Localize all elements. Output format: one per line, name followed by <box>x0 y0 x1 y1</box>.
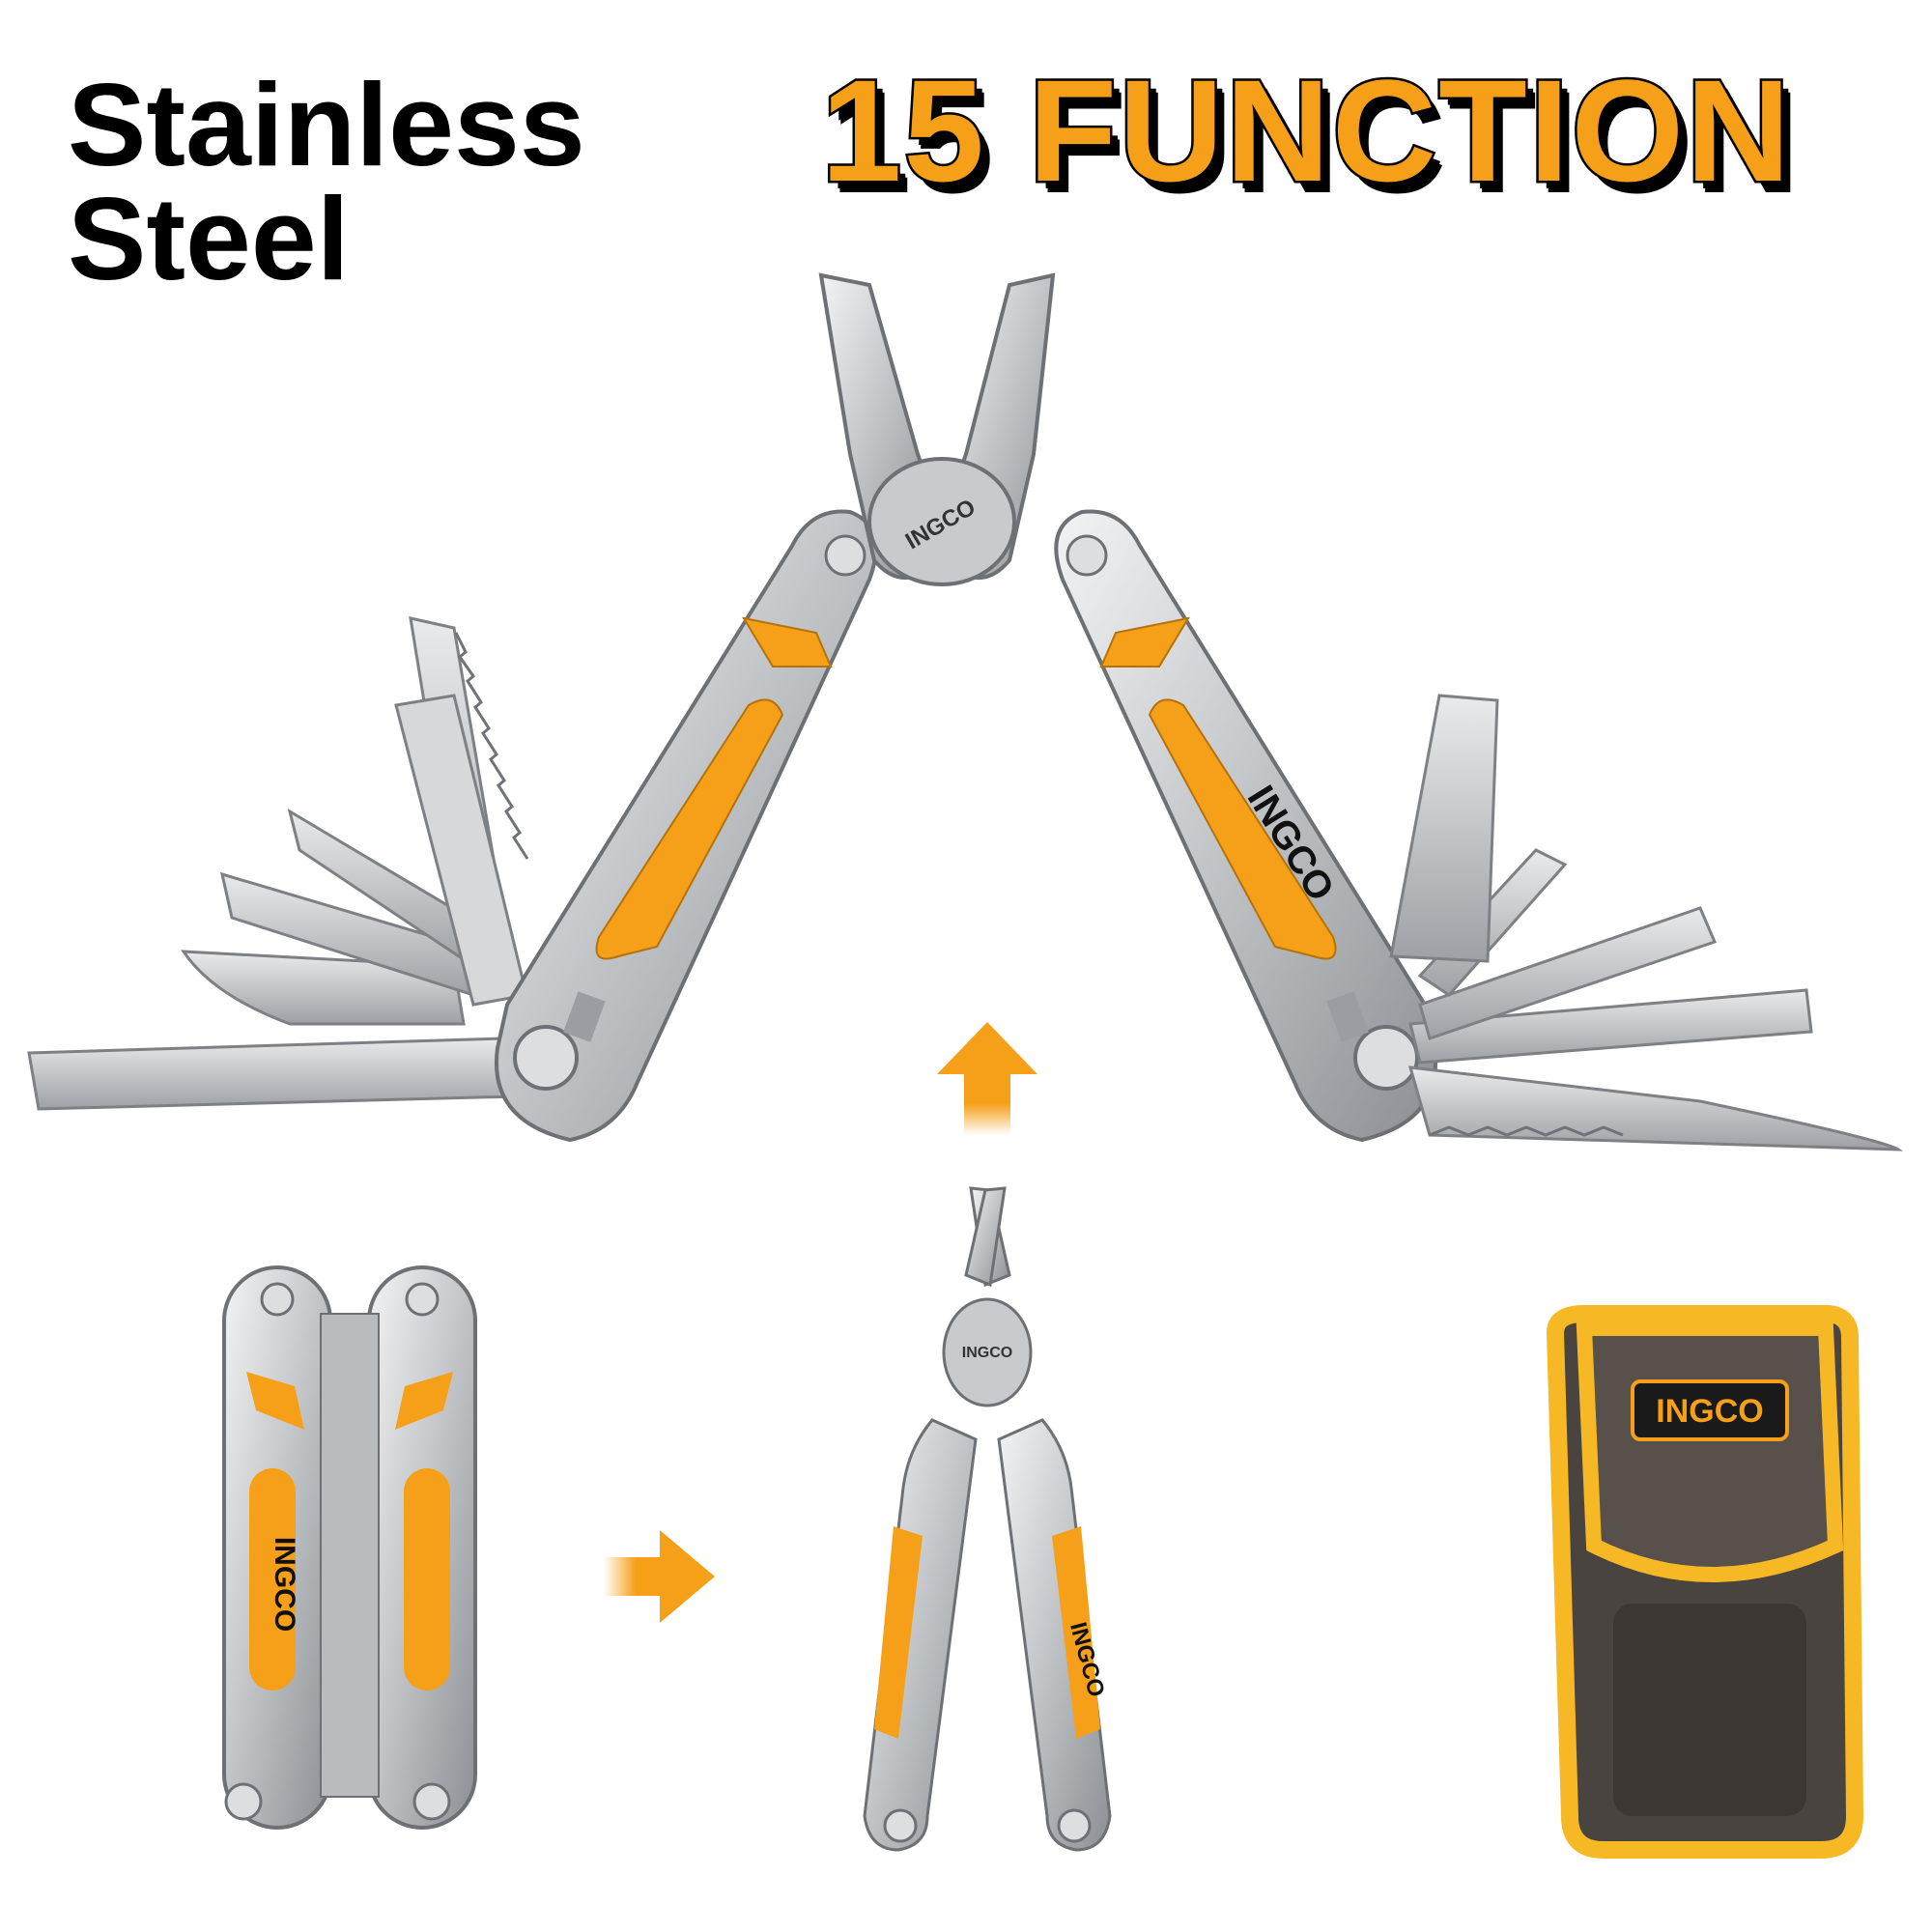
right-grip-insert-lower <box>1148 698 1337 960</box>
pouch-flap <box>1576 1321 1844 1582</box>
closed-grip-upper-right <box>395 1372 453 1430</box>
multitool-open: INGCO INGCO <box>27 272 1904 1151</box>
left-grip-insert-upper <box>741 616 833 668</box>
small-screw-right <box>1057 1808 1092 1843</box>
closed-brand: INGCO <box>269 1537 300 1632</box>
pliers-head: INGCO <box>818 272 1056 586</box>
right-grip-insert-upper <box>1099 616 1191 668</box>
file-blade <box>27 1037 519 1111</box>
left-top-screw <box>824 534 867 577</box>
left-handle <box>495 509 878 1143</box>
wide-blade-right <box>1389 694 1499 963</box>
knife-blade-right <box>1407 1065 1904 1151</box>
pouch-body-panel <box>1613 1604 1806 1816</box>
pouch-brand: INGCO <box>1656 1393 1763 1430</box>
serrated-edge <box>1429 1125 1624 1137</box>
pouch-label <box>1631 1379 1789 1441</box>
material-line-2: Steel <box>68 173 350 304</box>
left-lock-slider <box>563 991 606 1042</box>
closed-screw-tl <box>260 1282 295 1317</box>
left-grip-insert-lower <box>595 698 784 960</box>
closed-grip-lower-right <box>404 1468 450 1690</box>
small-grip-right <box>1052 1526 1100 1739</box>
small-screw-left <box>883 1808 918 1843</box>
right-tool-fan <box>1389 694 1904 1151</box>
material-label: Stainless Steel <box>68 59 585 304</box>
closed-screw-tr <box>405 1282 440 1317</box>
arrow-right-icon <box>604 1530 715 1623</box>
screwdriver-blade <box>1418 906 1718 1040</box>
right-top-screw <box>1065 534 1108 577</box>
closed-screw-bl <box>224 1782 263 1821</box>
arrow-up-icon <box>937 1022 1037 1135</box>
small-pliers-brand: INGCO <box>962 1345 1012 1361</box>
multitool-pliers-mode: INGCO INGCO <box>863 1186 1112 1852</box>
saw-teeth <box>454 632 529 860</box>
pliers-pivot <box>867 457 1016 586</box>
closed-grip-upper-left <box>246 1372 304 1430</box>
closed-screw-br <box>412 1782 451 1821</box>
flat-screwdriver <box>1408 988 1813 1065</box>
small-pliers-pivot <box>942 1297 1033 1407</box>
feature-banner: 15 FUNCTION <box>818 49 1793 212</box>
right-handle: INGCO <box>1054 509 1437 1143</box>
multitool-closed: INGCO <box>222 1265 477 1830</box>
right-pivot-screw <box>1353 1025 1419 1091</box>
left-pivot-screw <box>513 1025 579 1091</box>
small-grip-left <box>874 1526 923 1739</box>
material-line-1: Stainless <box>68 59 585 190</box>
carry-pouch: INGCO <box>1546 1305 1864 1859</box>
left-tool-fan <box>27 616 529 1111</box>
closed-grip-lower-left <box>249 1468 296 1690</box>
right-lock-slider <box>1326 991 1369 1042</box>
